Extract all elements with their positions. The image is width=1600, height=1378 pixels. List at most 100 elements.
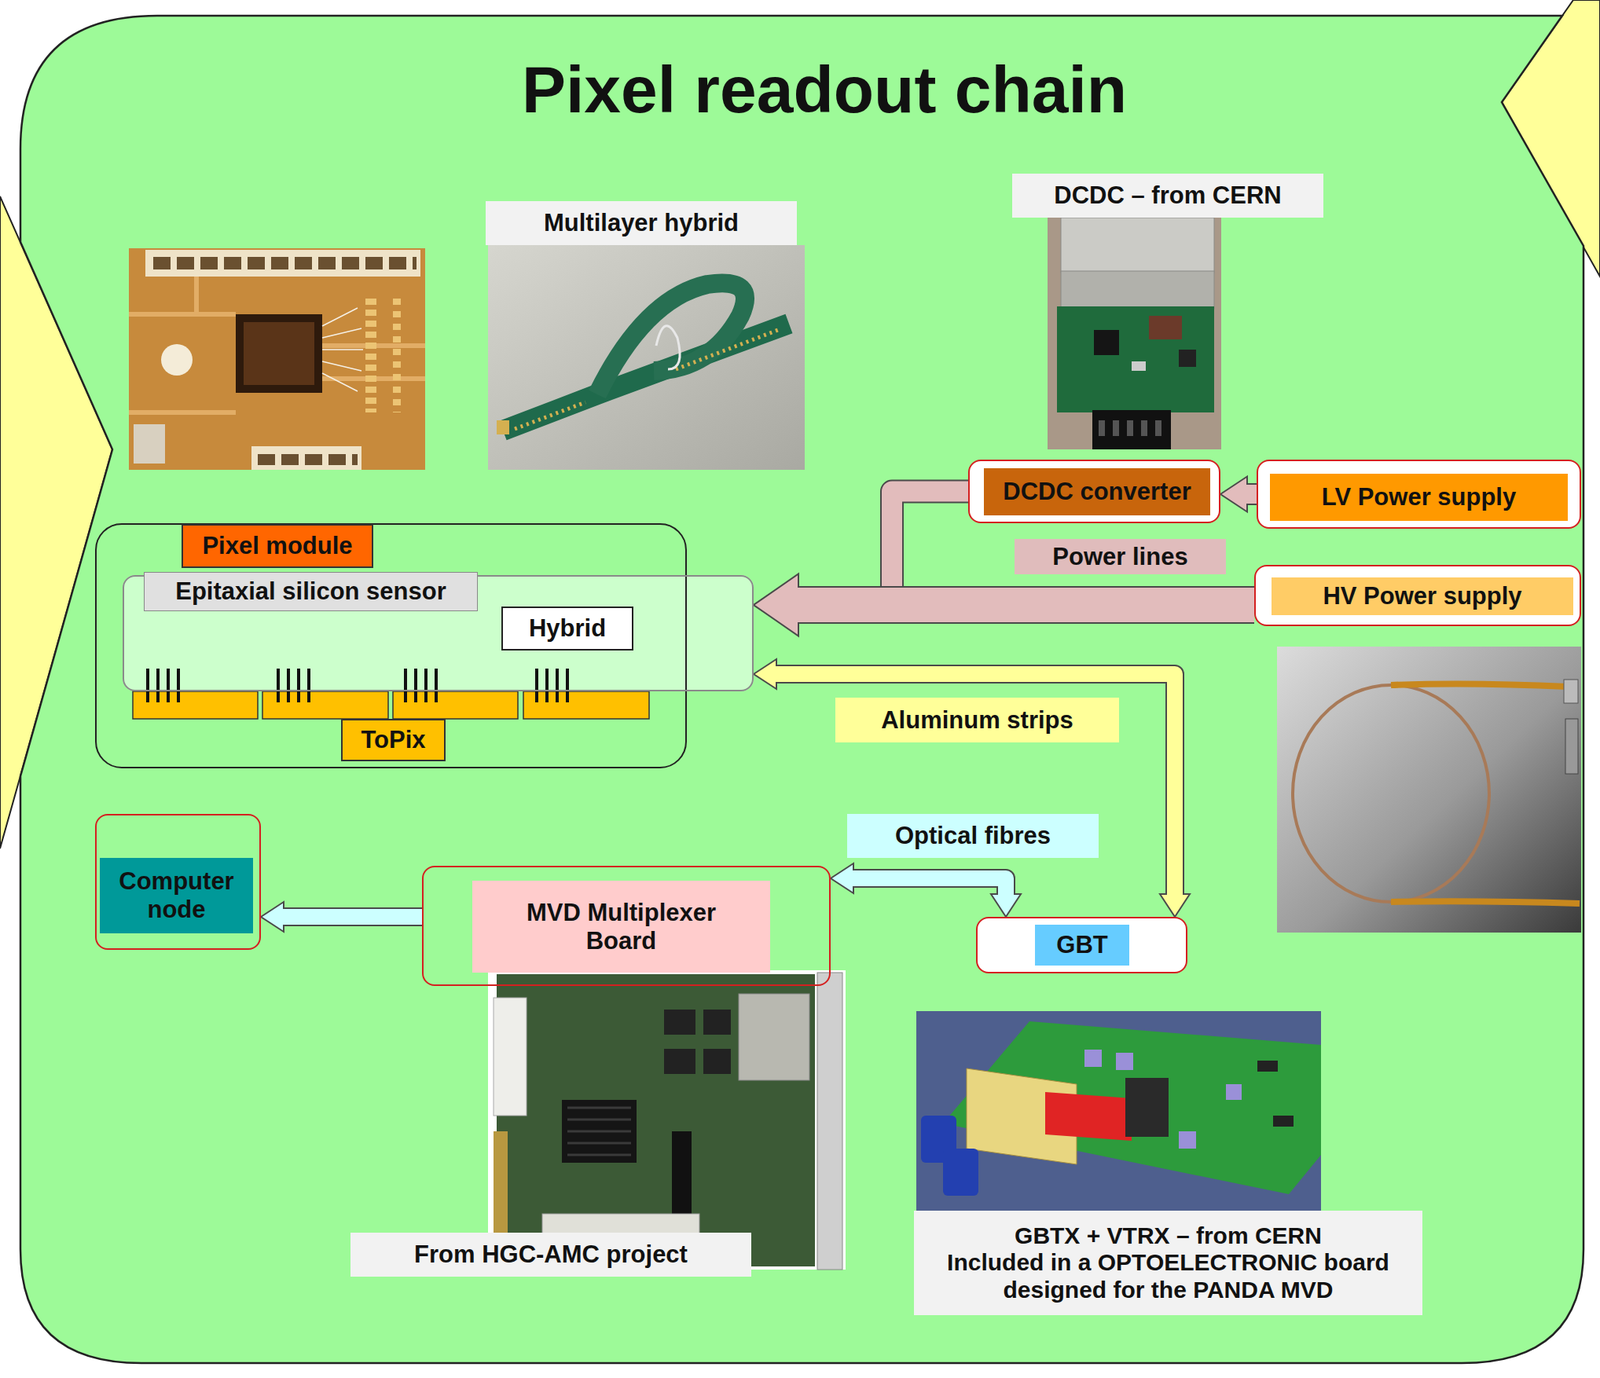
- topix-chip: [262, 691, 389, 720]
- component: [1178, 1131, 1197, 1149]
- component: [1257, 1060, 1278, 1072]
- gold-pads: [514, 330, 778, 430]
- component: [1084, 1049, 1102, 1068]
- arrow-head: [830, 863, 854, 894]
- caption-text: GBTX + VTRX – from CERN: [921, 1222, 1415, 1251]
- sfp-cage: [738, 994, 810, 1081]
- module-outline: Pixel moduleEpitaxial silicon sensorHybr…: [95, 523, 687, 769]
- fibre-loop: [1292, 685, 1490, 903]
- connector-arrow: [830, 863, 1021, 918]
- arrow-head: [990, 894, 1021, 918]
- multiplexer-box: MVD Multiplexer Board: [422, 866, 831, 987]
- heatsink: [561, 1100, 637, 1164]
- pcb: [1056, 306, 1215, 413]
- component: [1115, 1053, 1134, 1071]
- arrow-outline: [796, 586, 1255, 624]
- diagram-title: Pixel readout chain: [431, 51, 1218, 129]
- pcb: [943, 1021, 1322, 1195]
- arrow-shaft: [1245, 484, 1257, 504]
- pin-header: [1092, 410, 1171, 450]
- photo-ground: [916, 1011, 1322, 1212]
- connector-arrow: [753, 659, 1190, 918]
- connector: [1563, 679, 1578, 704]
- chip: [703, 1049, 731, 1075]
- topix-chip: [132, 691, 258, 720]
- node-label: DCDC converter: [983, 468, 1211, 516]
- arrow-head: [753, 574, 799, 637]
- pins: [1098, 420, 1167, 437]
- node-label: Hybrid: [528, 614, 606, 643]
- arrow-head: [753, 659, 777, 690]
- hybrid-box: Hybrid: [501, 606, 634, 651]
- caption-body: Included in a OPTOELECTRONIC board desig…: [921, 1249, 1415, 1304]
- hybrid-photo: [488, 245, 805, 470]
- edge-label: Aluminum strips: [835, 697, 1120, 743]
- paper-clip: [656, 326, 680, 370]
- component: [1273, 1115, 1294, 1127]
- chip: [703, 1009, 731, 1035]
- connector: [1565, 719, 1578, 775]
- component: [1225, 1084, 1242, 1101]
- inductor: [1093, 330, 1120, 356]
- photo-ground: [1277, 646, 1582, 933]
- node-label: Computer node: [99, 858, 254, 934]
- caption-text: DCDC – from CERN: [1020, 181, 1316, 210]
- photo-caption: Multilayer hybrid: [485, 201, 797, 246]
- arrow-outline: [1245, 483, 1257, 506]
- photo-caption: DCDC – from CERN: [1012, 173, 1324, 218]
- node-label: LV Power supply: [1269, 473, 1568, 522]
- arrow-outline: [774, 674, 1175, 896]
- wire-bonds: [322, 308, 364, 392]
- flex-lead: [1390, 683, 1568, 687]
- computer-box: Computer node: [95, 814, 261, 951]
- dcdc-photo: [1047, 217, 1222, 450]
- arrow-shaft: [796, 587, 1255, 623]
- node-label: HV Power supply: [1271, 577, 1574, 616]
- topix-chip: [392, 691, 518, 720]
- arrow-shaft: [851, 878, 1006, 896]
- node-label: MVD Multiplexer Board: [472, 880, 771, 973]
- arrow-shaft: [282, 909, 423, 925]
- connector-arrow: [753, 574, 1255, 637]
- pcb-traces: [128, 276, 426, 413]
- gbt-box: GBT: [976, 917, 1188, 974]
- caption-text: From HGC-AMC project: [358, 1240, 744, 1270]
- heatsink-fins: [567, 1108, 632, 1156]
- photo-ground: [488, 970, 846, 1270]
- connector-arrow: [260, 902, 423, 933]
- edge-label: Power lines: [1014, 539, 1226, 575]
- caption-text: Multilayer hybrid: [493, 209, 789, 238]
- arrow-shaft: [774, 674, 1175, 896]
- board-photo: [488, 970, 846, 1270]
- die-core: [243, 322, 315, 386]
- connector-arrow: [1220, 477, 1257, 513]
- fibre-plug: [943, 1148, 979, 1197]
- bump-bonds: [147, 668, 568, 703]
- chip-photo: [128, 248, 426, 470]
- opto-board-render: [916, 1011, 1322, 1212]
- power-supply-box: LV Power supply: [1256, 459, 1582, 529]
- group-heading: Pixel module: [181, 524, 374, 569]
- group-heading: Epitaxial silicon sensor: [143, 572, 478, 612]
- pad-column: [392, 298, 401, 413]
- photo-ground: [1047, 217, 1222, 450]
- arrow-head: [1159, 894, 1190, 918]
- connector-slots: [257, 454, 358, 466]
- capacitor: [1148, 315, 1182, 340]
- photo-ground: [488, 245, 805, 470]
- backplane-connector: [493, 998, 527, 1116]
- converter-box: DCDC converter: [968, 459, 1221, 524]
- component: [1131, 361, 1146, 371]
- front-panel: [817, 972, 843, 1270]
- shield-face: [1060, 271, 1215, 309]
- chip: [664, 1009, 696, 1035]
- gold-tab: [496, 420, 510, 435]
- round-pad: [161, 344, 193, 376]
- topix-chip: [523, 691, 650, 720]
- arrow-head: [260, 902, 284, 933]
- pcb-ground: [128, 248, 426, 470]
- green-panel: [20, 15, 1584, 1364]
